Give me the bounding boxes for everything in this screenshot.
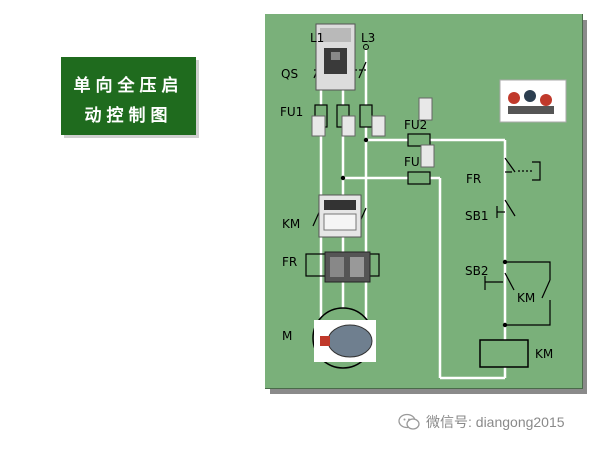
title-line-2: 动控制图 — [84, 106, 173, 126]
wechat-icon — [398, 413, 420, 430]
fu1-fuse-photos — [311, 115, 386, 137]
fu2-fuse-photos — [418, 97, 435, 168]
watermark: 微信号: diangong2015 — [398, 412, 565, 432]
label-fr-main: FR — [282, 255, 297, 269]
diagram-labels: L1 L3 QS FU1 FU2 FU KM FR M FR SB1 SB2 K… — [280, 31, 553, 361]
label-qs: QS — [281, 67, 298, 81]
thermal-relay-photo — [324, 251, 371, 283]
label-sb2: SB2 — [465, 264, 488, 278]
contactor-photo — [318, 194, 362, 238]
control-symbols — [407, 133, 551, 368]
motor-photo — [314, 320, 376, 362]
label-l1: L1 — [310, 31, 324, 45]
label-fr-control: FR — [466, 172, 481, 186]
watermark-text: 微信号: diangong2015 — [426, 414, 565, 430]
label-fu2: FU2 — [404, 118, 427, 132]
label-km-main: KM — [282, 217, 300, 231]
qs-breaker-photo — [315, 23, 356, 91]
label-sb1: SB1 — [465, 209, 488, 223]
junction-dots — [340, 137, 508, 328]
label-fu2-second: FU — [404, 155, 420, 169]
label-km-aux: KM — [517, 291, 535, 305]
label-motor: M — [282, 329, 292, 343]
label-fu1: FU1 — [280, 105, 303, 119]
label-l3: L3 — [361, 31, 375, 45]
pushbutton-photo — [499, 79, 567, 123]
terminals — [363, 44, 369, 50]
label-km-coil: KM — [535, 347, 553, 361]
title-line-1: 单向全压启 — [73, 76, 184, 96]
title-box: 单向全压启 动控制图 — [61, 57, 196, 135]
